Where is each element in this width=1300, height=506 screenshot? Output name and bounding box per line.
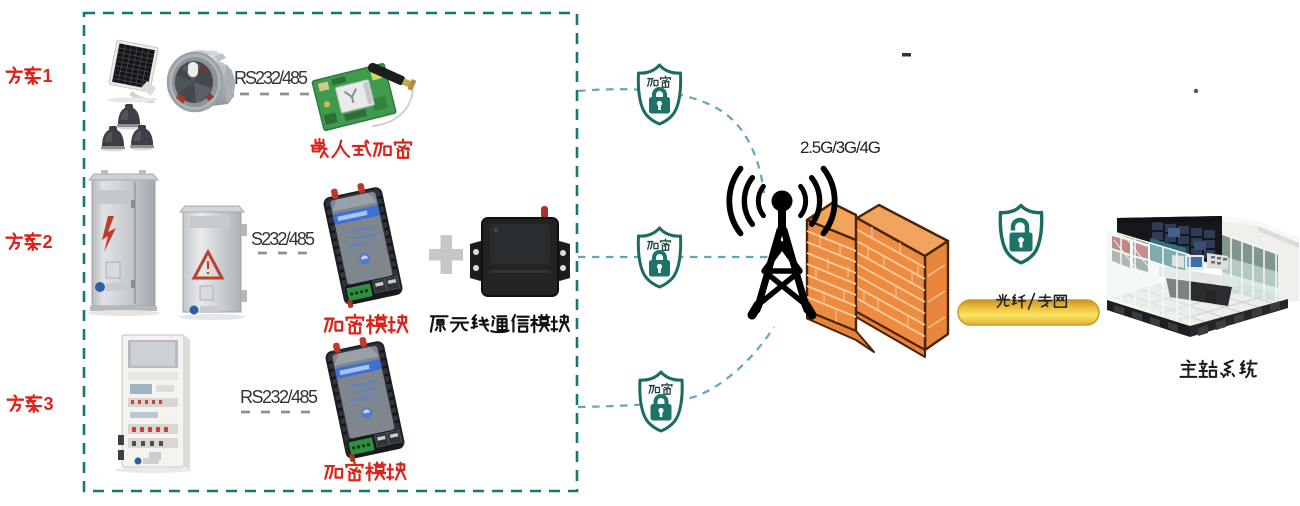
svg-text:RS232/485: RS232/485 (234, 68, 308, 88)
svg-text:3: 3 (44, 394, 54, 414)
svg-text:RS232/485: RS232/485 (240, 387, 318, 407)
svg-text:S232/485: S232/485 (251, 229, 315, 249)
svg-text:2: 2 (43, 232, 53, 252)
svg-text:2.5G/3G/4G: 2.5G/3G/4G (800, 138, 881, 157)
svg-text:1: 1 (43, 66, 53, 86)
